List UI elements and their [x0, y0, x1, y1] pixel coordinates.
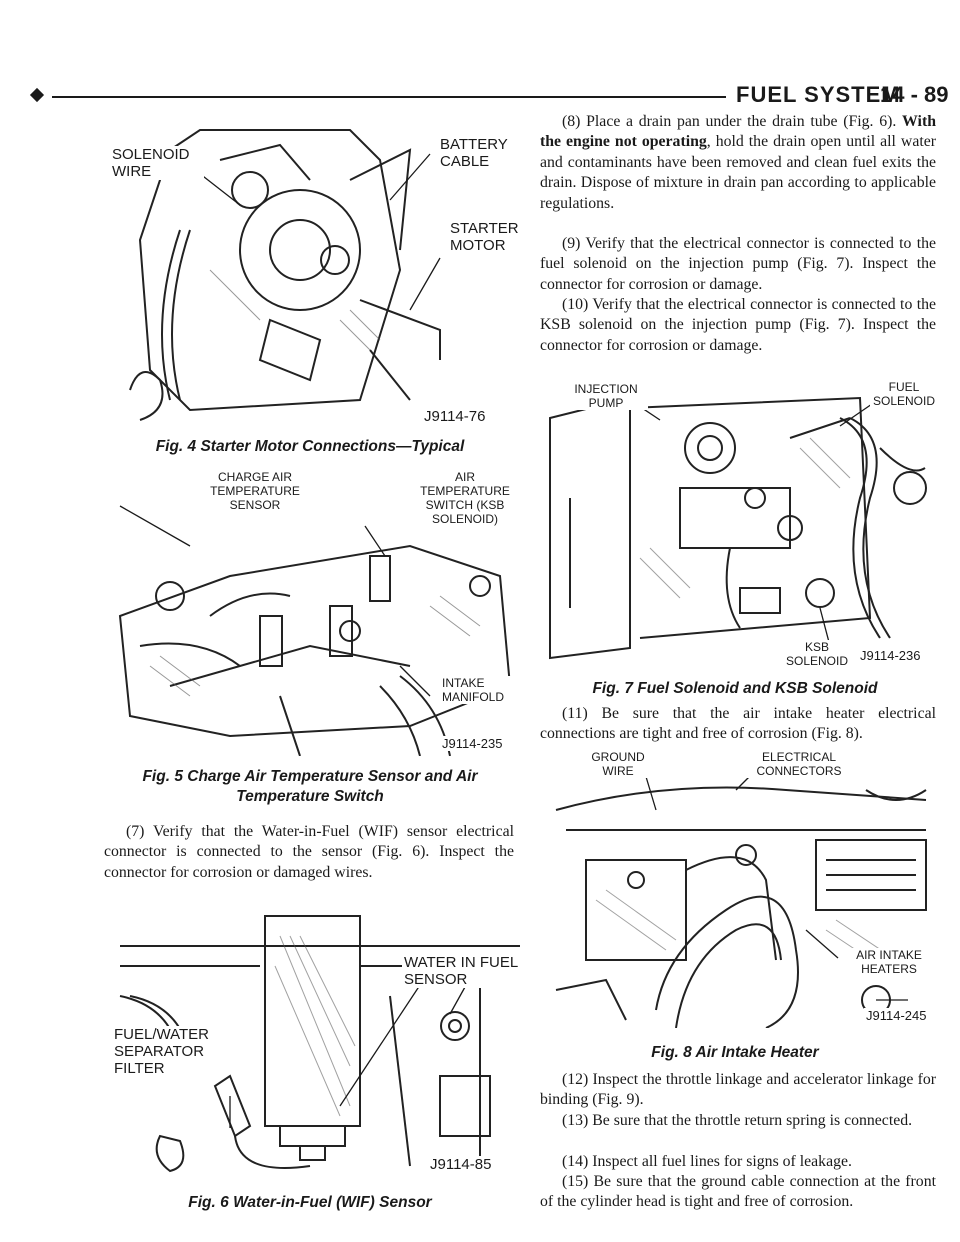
label-electrical-connectors: ELECTRICAL CONNECTORS: [742, 750, 856, 778]
label-water-in-fuel-sensor: WATER IN FUEL SENSOR: [402, 954, 522, 988]
starter-motor-illustration: [129, 129, 441, 421]
caption-fig-8: Fig. 8 Air Intake Heater: [651, 1044, 819, 1061]
diamond-icon: [29, 87, 45, 103]
label-battery-cable: BATTERY CABLE: [438, 136, 522, 170]
caption-fig-7: Fig. 7 Fuel Solenoid and KSB Solenoid: [592, 680, 878, 697]
step-14: (14) Inspect all fuel lines for signs of…: [562, 1153, 852, 1170]
air-intake-heater-illustration: [555, 769, 927, 1028]
step-8-emphasis: With the engine not operating: [540, 113, 936, 151]
header-rule: [52, 96, 726, 98]
caption-fig-6: Fig. 6 Water-in-Fuel (WIF) Sensor: [188, 1194, 432, 1211]
label-injection-pump: INJECTION PUMP: [564, 382, 648, 410]
step-9: (9) Verify that the electrical connector…: [540, 235, 936, 293]
caption-fig-4: Fig. 4 Starter Motor Connections—Typical: [155, 438, 465, 455]
label-ksb-solenoid: KSB SOLENOID: [780, 640, 854, 668]
step-12: (12) Inspect the throttle linkage and ac…: [540, 1071, 936, 1109]
step-8: (8) Place a drain pan under the drain tu…: [540, 112, 936, 214]
step-8-text-a: (8) Place a drain pan under the drain tu…: [562, 113, 897, 130]
label-charge-air-temperature-sensor: CHARGE AIR TEMPERATURE SENSOR: [188, 470, 322, 512]
label-air-intake-heaters: AIR INTAKE HEATERS: [842, 948, 936, 976]
step-8-text-b: , hold the drain open until all water an…: [540, 133, 936, 212]
step-13: (13) Be sure that the throttle return sp…: [562, 1112, 913, 1129]
figure-7: INJECTION PUMP FUEL SOLENOID KSB SOLENOI…: [540, 378, 938, 668]
page-header: FUEL SYSTEM 14 - 89: [0, 0, 960, 110]
figure-code: J9114-235: [440, 736, 505, 751]
label-fuel-water-separator-filter: FUEL/WATER SEPARATOR FILTER: [112, 1026, 226, 1077]
caption-fig-5-line-1: Fig. 5 Charge Air Temperature Sensor and…: [142, 768, 478, 785]
label-ground-wire: GROUND WIRE: [584, 750, 652, 778]
step-15: (15) Be sure that the ground cable conne…: [540, 1173, 936, 1211]
label-intake-manifold: INTAKE MANIFOLD: [440, 676, 524, 704]
step-7: (7) Verify that the Water-in-Fuel (WIF) …: [104, 823, 514, 881]
caption-fig-5-line-2: Temperature Switch: [236, 788, 384, 805]
label-starter-motor: STARTER MOTOR: [448, 220, 522, 254]
figure-6: WATER IN FUEL SENSOR FUEL/WATER SEPARATO…: [110, 906, 522, 1178]
section-title: FUEL SYSTEM: [736, 82, 901, 107]
figure-5: CHARGE AIR TEMPERATURE SENSOR AIR TEMPER…: [110, 466, 524, 756]
figure-8: GROUND WIRE ELECTRICAL CONNECTORS AIR IN…: [546, 750, 936, 1028]
figure-code: J9114-236: [858, 648, 923, 663]
figure-code: J9114-85: [428, 1156, 494, 1173]
figure-code: J9114-76: [422, 408, 488, 425]
figure-4: SOLENOID WIRE BATTERY CABLE STARTER MOTO…: [110, 120, 522, 430]
step-10: (10) Verify that the electrical connecto…: [540, 296, 936, 354]
label-fuel-solenoid: FUEL SOLENOID: [870, 380, 938, 408]
label-air-temperature-switch: AIR TEMPERATURE SWITCH (KSB SOLENOID): [408, 470, 522, 526]
label-solenoid-wire: SOLENOID WIRE: [110, 146, 204, 180]
charge-air-sensor-illustration: [118, 483, 512, 756]
page-number: 14 - 89: [880, 82, 949, 107]
figure-code: J9114-245: [864, 1008, 929, 1023]
fuel-solenoid-illustration: [549, 396, 927, 660]
step-11: (11) Be sure that the air intake heater …: [540, 705, 936, 743]
